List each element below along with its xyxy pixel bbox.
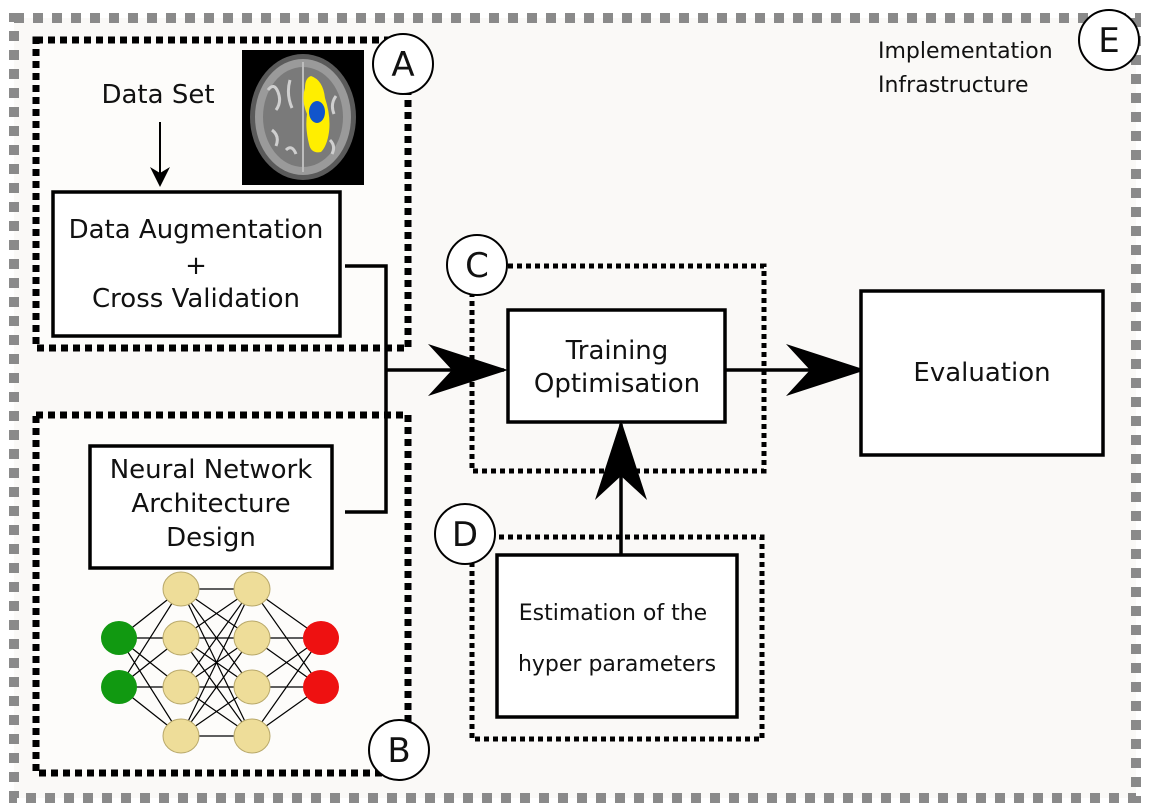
nn-input-node: [101, 621, 137, 655]
lesion-core: [309, 101, 325, 123]
hyper-box: [495, 553, 739, 719]
region-d-letter: D: [452, 515, 478, 555]
connector-augmentation: [345, 264, 388, 514]
nn-input-node: [101, 670, 137, 704]
nn-hidden-node: [233, 571, 271, 607]
region-b-letter: B: [387, 731, 410, 771]
region-c-badge: C: [446, 234, 508, 296]
nn-edge: [180, 588, 253, 737]
region-e-badge: E: [1078, 9, 1140, 71]
region-d-frame: [469, 534, 765, 742]
nn-hidden-node: [162, 718, 200, 754]
region-a-letter: A: [391, 45, 414, 85]
nn-output-node: [303, 621, 339, 655]
data-set-label: Data Set: [101, 80, 214, 110]
nn-hidden-node: [233, 620, 271, 656]
nn-edge: [118, 588, 182, 688]
training-box: [506, 308, 727, 424]
architecture-box: [88, 444, 334, 570]
architecture-line2: Architecture: [131, 489, 290, 519]
hyper-line1: Estimation of the: [519, 601, 707, 626]
training-line2: Optimisation: [534, 369, 700, 399]
evaluation-label: Evaluation: [913, 358, 1050, 388]
augmentation-box: [51, 190, 342, 338]
region-b-badge: B: [368, 719, 430, 781]
nn-output-node: [303, 670, 339, 704]
region-e-letter: E: [1098, 21, 1119, 61]
region-e-title-line2: Infrastructure: [878, 73, 1029, 98]
architecture-line3: Design: [166, 523, 256, 553]
nn-hidden-node: [233, 718, 271, 754]
nn-edge: [251, 637, 322, 737]
region-a-badge: A: [372, 33, 434, 95]
augmentation-line3: Cross Validation: [92, 284, 300, 314]
nn-hidden-node: [162, 571, 200, 607]
nn-hidden-node: [233, 669, 271, 705]
augmentation-line2: +: [185, 251, 207, 281]
training-line1: Training: [565, 336, 669, 366]
nn-hidden-node: [162, 669, 200, 705]
brain-mri-icon: [242, 50, 364, 185]
architecture-line1: Neural Network: [110, 455, 313, 485]
region-e-title-line1: Implementation: [878, 39, 1053, 64]
region-d-badge: D: [434, 503, 496, 565]
augmentation-line1: Data Augmentation: [69, 215, 324, 245]
nn-edge: [180, 588, 253, 688]
neural-network-icon: [101, 571, 339, 754]
nn-edge: [180, 637, 253, 737]
evaluation-box: [859, 289, 1105, 457]
hyper-line2: hyper parameters: [518, 652, 716, 677]
region-c-letter: C: [465, 246, 489, 286]
nn-hidden-node: [162, 620, 200, 656]
